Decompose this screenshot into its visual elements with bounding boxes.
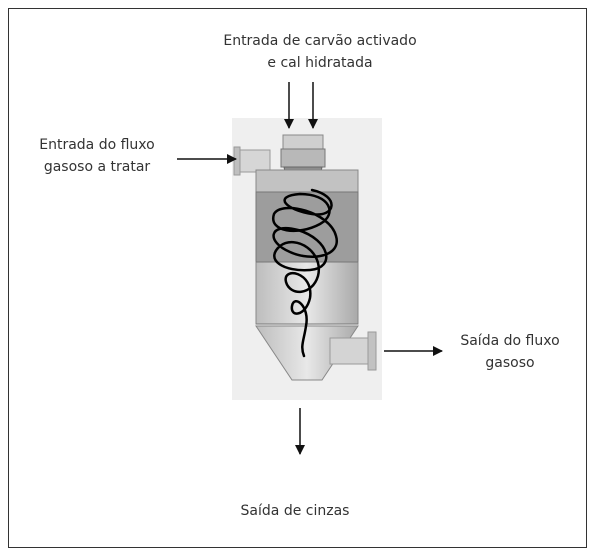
label-carbon-lime-inlet: Entrada de carvão activado e cal hidrata… [190, 30, 450, 74]
label-gas-outlet: Saída do fluxo gasoso [440, 330, 580, 374]
label-carbon-inlet-line2: e cal hidratada [267, 55, 373, 71]
reactor-diagram [177, 82, 443, 455]
label-gas-inlet-line1: Entrada do fluxo [39, 137, 155, 153]
label-ash-outlet-text: Saída de cinzas [240, 503, 350, 519]
gas-inlet-pipe [233, 146, 271, 176]
label-gas-inlet-line2: gasoso a tratar [43, 159, 151, 175]
label-ash-outlet: Saída de cinzas [215, 500, 375, 522]
label-gas-outlet-line1: Saída do fluxo [460, 333, 560, 349]
swirl-flow-path [272, 188, 338, 358]
gas-outlet-pipe [329, 331, 377, 371]
label-gas-inlet: Entrada do fluxo gasoso a tratar [22, 134, 172, 178]
label-carbon-inlet-line1: Entrada de carvão activado [223, 33, 417, 49]
label-gas-outlet-line2: gasoso [485, 355, 535, 371]
reactor-body [255, 169, 359, 325]
